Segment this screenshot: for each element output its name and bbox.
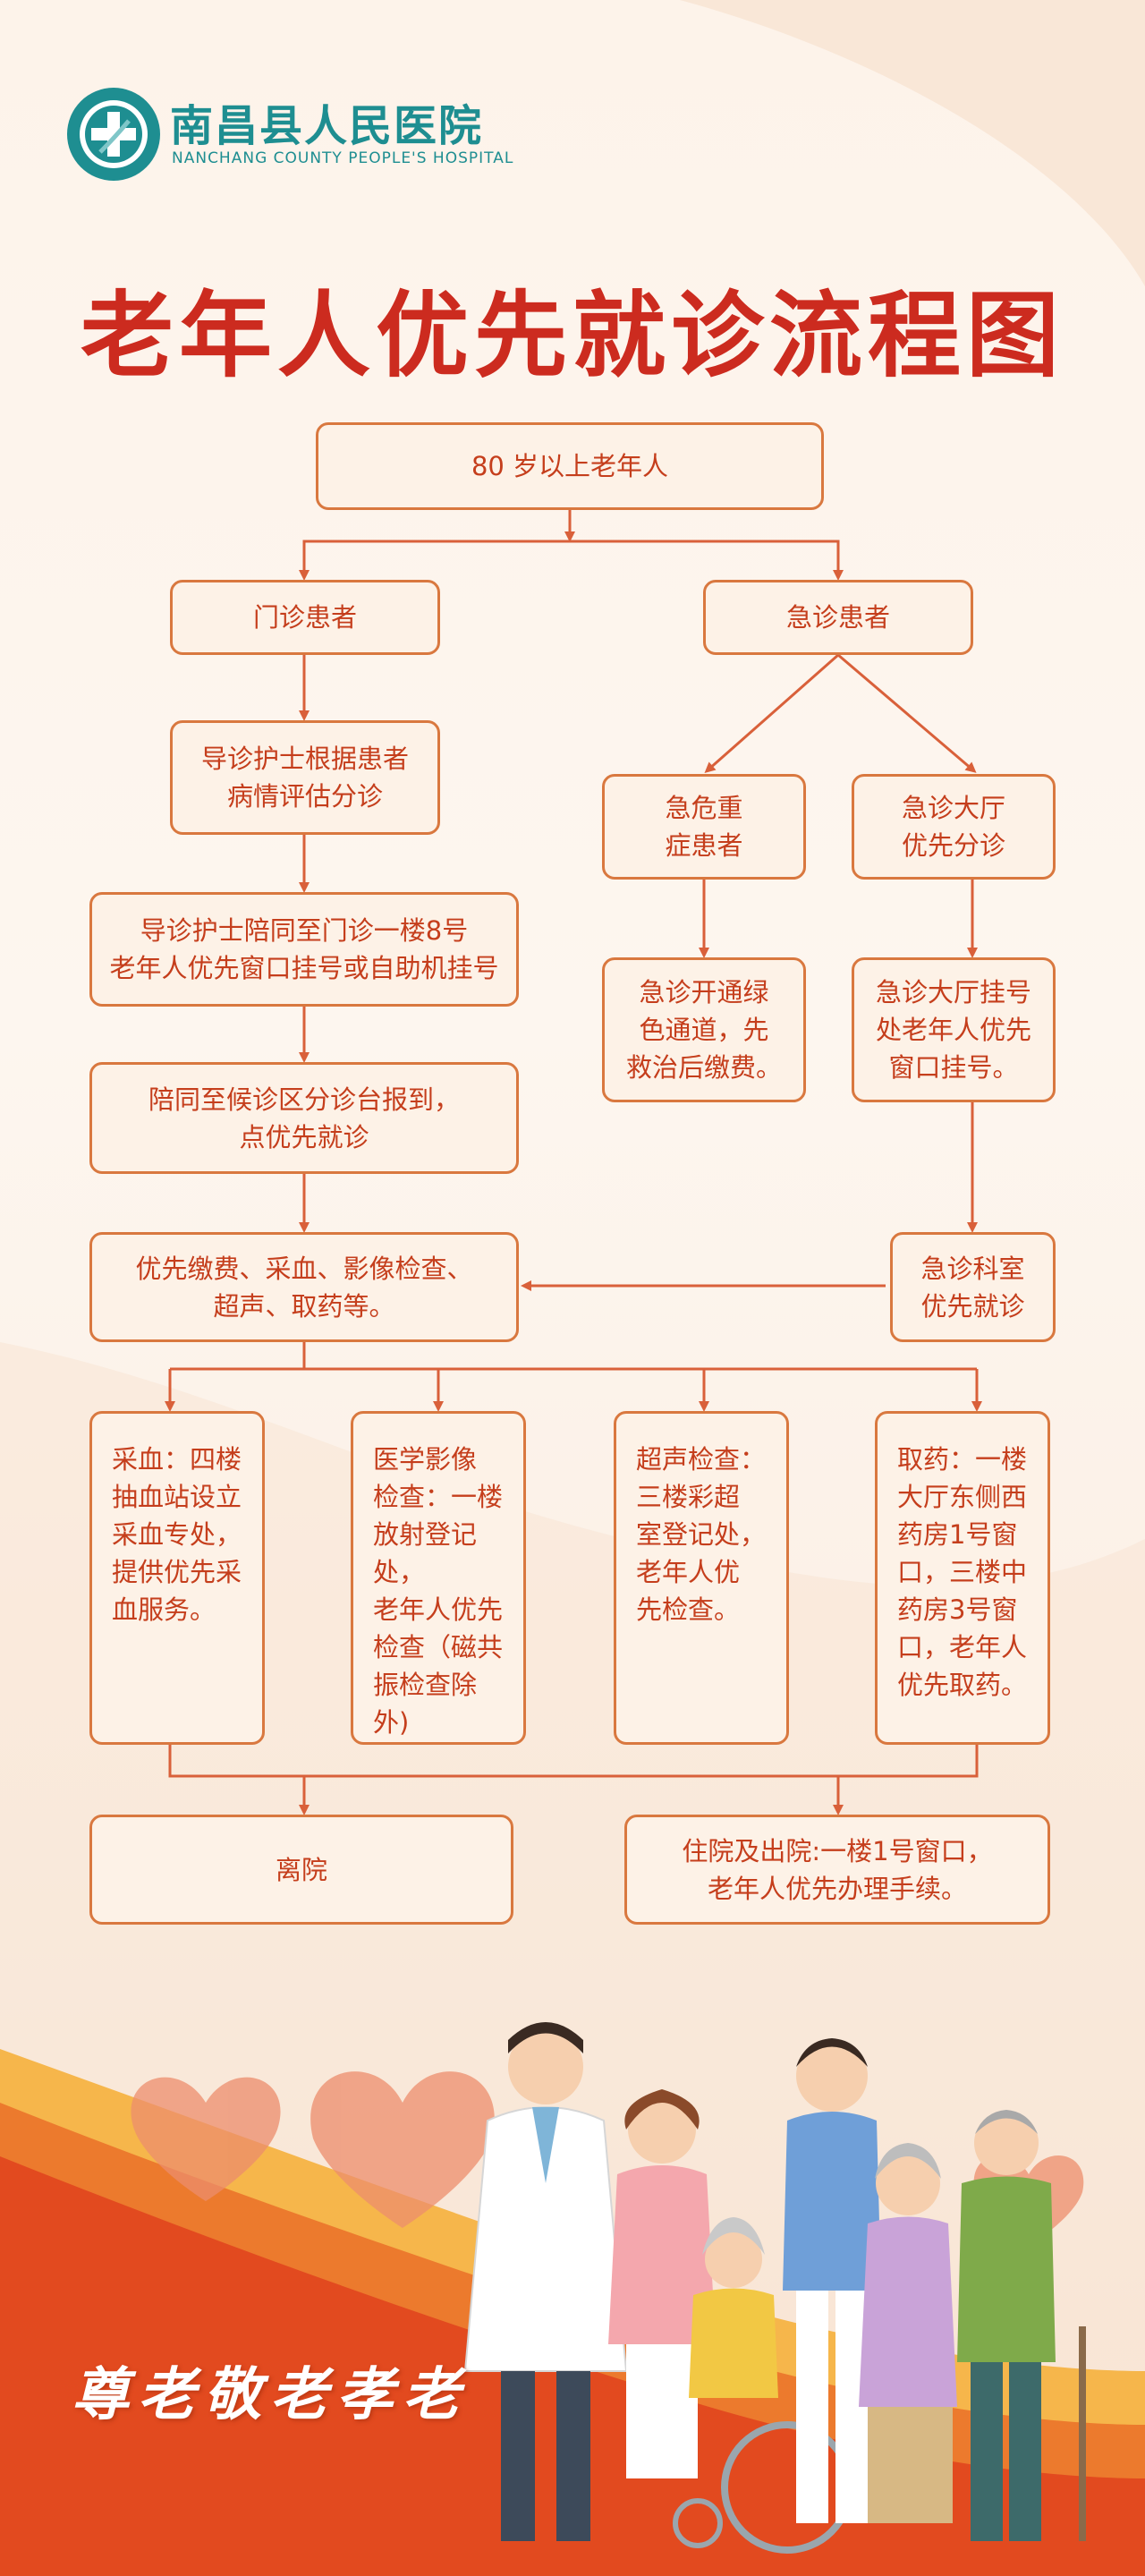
green-channel-box: 急诊开通绿 色通道，先 救治后缴费。 xyxy=(602,957,806,1102)
hospital-name-cn: 南昌县人民医院 xyxy=(170,101,484,151)
doctor-figure-icon xyxy=(463,2022,628,2541)
outpatient-box: 门诊患者 xyxy=(170,580,440,655)
escort-check-in-box: 陪同至候诊区分诊台报到， 点优先就诊 xyxy=(89,1062,519,1174)
er-hall-register-box: 急诊大厅挂号 处老年人优先 窗口挂号。 xyxy=(852,957,1056,1102)
triage-nurse-box: 导诊护士根据患者 病情评估分诊 xyxy=(170,720,440,835)
page-title: 老年人优先就诊流程图 xyxy=(80,281,1064,390)
young-man-figure-icon xyxy=(783,2038,881,2523)
ultrasound-box: 超声检查： 三楼彩超 室登记处， 老年人优 先检查。 xyxy=(614,1411,789,1745)
slogan-text: 尊老敬老孝老 xyxy=(72,2361,469,2428)
nurse-figure-icon xyxy=(608,2089,716,2478)
er-dept-priority-box: 急诊科室 优先就诊 xyxy=(890,1232,1056,1342)
priority-services-box: 优先缴费、采血、影像检查、 超声、取药等。 xyxy=(89,1232,519,1342)
blood-draw-box: 采血：四楼 抽血站设立 采血专处， 提供优先采 血服务。 xyxy=(89,1411,265,1745)
emergency-box: 急诊患者 xyxy=(703,580,973,655)
elderly-care-illustration xyxy=(0,2022,1145,2576)
wheelchair-elder-icon xyxy=(673,2217,853,2554)
hospital-name-en: NANCHANG COUNTY PEOPLE'S HOSPITAL xyxy=(172,149,514,167)
er-hall-triage-box: 急诊大厅 优先分诊 xyxy=(852,774,1056,880)
critical-patient-box: 急危重 症患者 xyxy=(602,774,806,880)
leave-hospital-box: 离院 xyxy=(89,1815,513,1925)
start-elderly-80plus: 80 岁以上老年人 xyxy=(316,422,824,510)
hospital-logo: 南昌县人民医院 NANCHANG COUNTY PEOPLE'S HOSPITA… xyxy=(64,85,565,183)
admission-discharge-box: 住院及出院:一楼1号窗口， 老年人优先办理手续。 xyxy=(624,1815,1050,1925)
escort-register-box: 导诊护士陪同至门诊一楼8号 老年人优先窗口挂号或自助机挂号 xyxy=(89,892,519,1007)
pharmacy-box: 取药：一楼 大厅东侧西 药房1号窗 口，三楼中 药房3号窗 口，老年人 优先取药… xyxy=(875,1411,1050,1745)
grandfather-figure-icon xyxy=(957,2110,1086,2541)
imaging-box: 医学影像 检查：一楼 放射登记处， 老年人优先 检查（磁共 振检查除外) xyxy=(351,1411,526,1745)
grandmother-figure-icon xyxy=(859,2143,957,2523)
hospital-emblem-icon xyxy=(67,88,160,181)
